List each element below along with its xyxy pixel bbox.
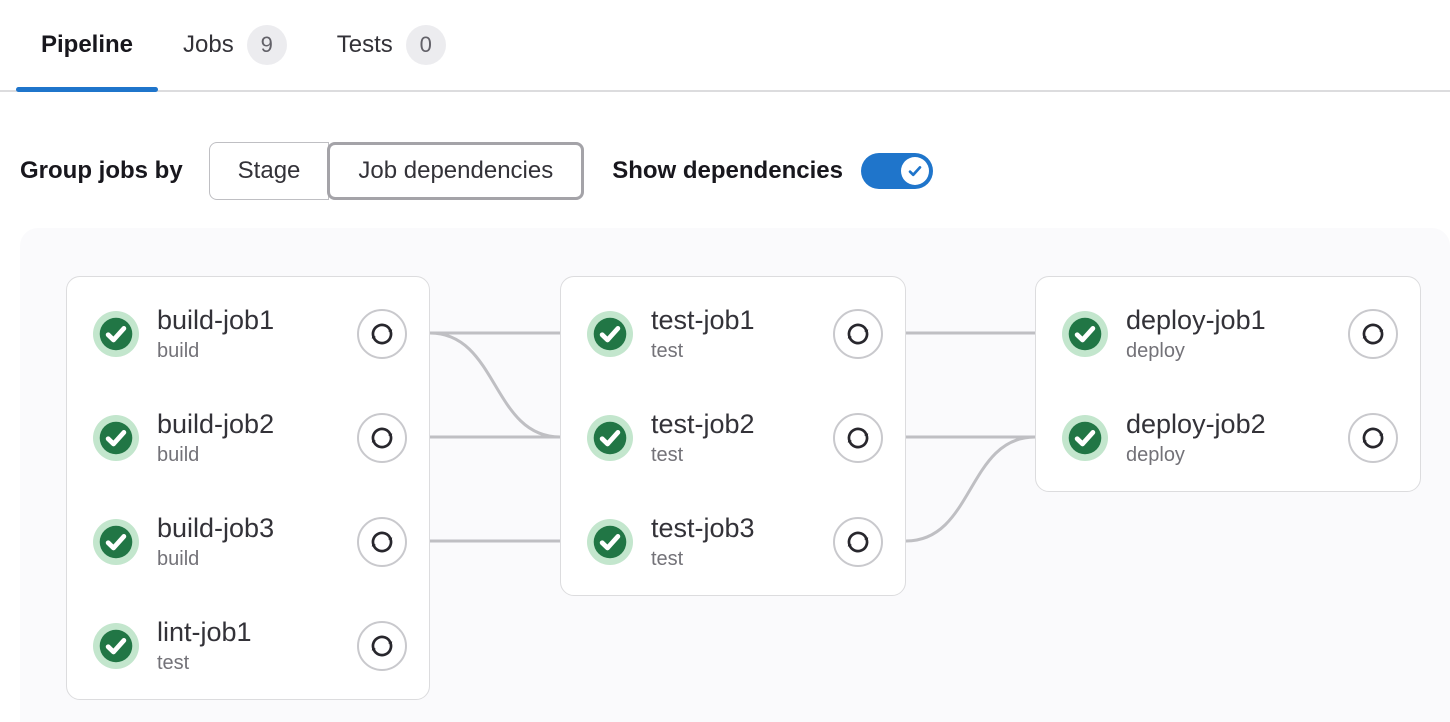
status-success-check-circle-icon [93,623,139,669]
job-item-build-job2[interactable]: build-job2 build [67,386,429,490]
status-success-check-circle-icon [93,519,139,565]
status-success-check-circle-icon [93,415,139,461]
graph-controls: Group jobs by Stage Job dependencies Sho… [20,142,933,200]
retry-button[interactable] [833,517,883,567]
status-success-check-circle-icon [1062,415,1108,461]
retry-icon [1358,423,1388,453]
group-jobs-by-label: Group jobs by [20,157,183,185]
retry-button[interactable] [357,621,407,671]
retry-icon [843,423,873,453]
status-success-check-circle-icon [587,519,633,565]
job-name: test-job1 [651,305,755,336]
tests-count-badge: 0 [406,25,446,65]
group-by-segmented-control: Stage Job dependencies [209,142,585,200]
retry-button[interactable] [1348,309,1398,359]
job-group-card-1: build-job1 build build-job2 build build-… [66,276,430,700]
job-stage: test [651,548,755,571]
job-text: lint-job1 test [157,617,252,674]
job-stage: deploy [1126,444,1266,467]
status-success-check-circle-icon [587,415,633,461]
pipeline-tab-bar: Pipeline Jobs 9 Tests 0 [0,0,1450,92]
job-name: deploy-job1 [1126,305,1266,336]
tab-tests-label: Tests [337,31,393,59]
retry-button[interactable] [357,413,407,463]
job-text: deploy-job2 deploy [1126,409,1266,466]
status-success-check-circle-icon [93,311,139,357]
job-stage: build [157,444,274,467]
job-stage: deploy [1126,340,1266,363]
job-text: test-job1 test [651,305,755,362]
tab-jobs-label: Jobs [183,31,234,59]
job-item-test-job1[interactable]: test-job1 test [561,282,905,386]
group-by-dependencies-button[interactable]: Job dependencies [327,142,584,200]
pipeline-graph-canvas: build-job1 build build-job2 build build-… [20,228,1450,722]
tab-jobs[interactable]: Jobs 9 [158,0,312,90]
show-dependencies-label: Show dependencies [612,157,843,185]
job-group-card-2: test-job1 test test-job2 test test-job3 … [560,276,906,596]
retry-button[interactable] [357,517,407,567]
job-item-test-job2[interactable]: test-job2 test [561,386,905,490]
job-text: deploy-job1 deploy [1126,305,1266,362]
job-name: test-job3 [651,513,755,544]
show-dependencies-toggle[interactable] [861,153,933,189]
retry-button[interactable] [357,309,407,359]
jobs-count-badge: 9 [247,25,287,65]
job-name: test-job2 [651,409,755,440]
retry-icon [367,527,397,557]
job-name: build-job2 [157,409,274,440]
tab-pipeline-label: Pipeline [41,31,133,59]
group-by-stage-button[interactable]: Stage [209,142,330,200]
job-name: build-job1 [157,305,274,336]
retry-button[interactable] [833,413,883,463]
retry-icon [1358,319,1388,349]
retry-icon [367,631,397,661]
job-item-deploy-job1[interactable]: deploy-job1 deploy [1036,282,1420,386]
job-item-lint-job1[interactable]: lint-job1 test [67,594,429,698]
job-item-test-job3[interactable]: test-job3 test [561,490,905,594]
retry-icon [367,319,397,349]
check-icon [906,162,924,180]
link-test-job3-deploy-job2 [906,437,1035,541]
tab-pipeline[interactable]: Pipeline [16,0,158,90]
job-name: deploy-job2 [1126,409,1266,440]
job-stage: build [157,548,274,571]
job-text: build-job2 build [157,409,274,466]
retry-icon [367,423,397,453]
job-group-card-3: deploy-job1 deploy deploy-job2 deploy [1035,276,1421,492]
job-item-build-job1[interactable]: build-job1 build [67,282,429,386]
toggle-knob [901,157,929,185]
job-item-build-job3[interactable]: build-job3 build [67,490,429,594]
retry-button[interactable] [1348,413,1398,463]
retry-icon [843,319,873,349]
job-text: test-job2 test [651,409,755,466]
status-success-check-circle-icon [1062,311,1108,357]
status-success-check-circle-icon [587,311,633,357]
job-text: test-job3 test [651,513,755,570]
job-item-deploy-job2[interactable]: deploy-job2 deploy [1036,386,1420,490]
job-stage: build [157,340,274,363]
job-name: build-job3 [157,513,274,544]
job-text: build-job3 build [157,513,274,570]
job-stage: test [651,340,755,363]
job-stage: test [651,444,755,467]
link-build-job1-test-job2 [430,333,560,437]
tab-tests[interactable]: Tests 0 [312,0,471,90]
job-text: build-job1 build [157,305,274,362]
job-stage: test [157,652,252,675]
retry-icon [843,527,873,557]
job-name: lint-job1 [157,617,252,648]
retry-button[interactable] [833,309,883,359]
